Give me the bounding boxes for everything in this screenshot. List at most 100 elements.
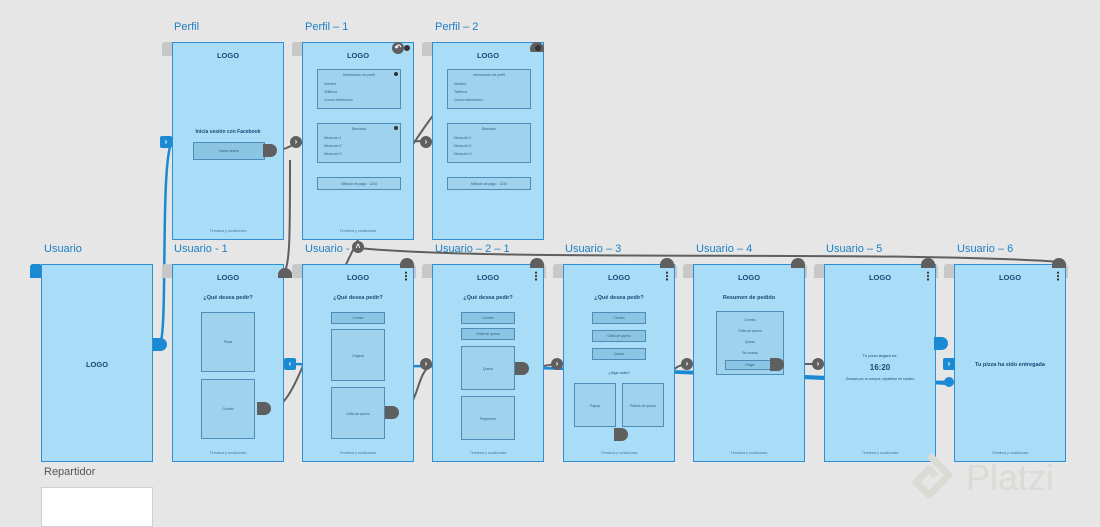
chevron-right-icon[interactable]: › [290,136,302,148]
chevron-right-icon[interactable]: › [551,358,563,370]
option-original[interactable]: Original [331,329,385,381]
chip-combo: Combo [331,312,385,324]
order-question: ¿Qué desea pedir? [203,295,253,301]
dot-indicator [404,45,410,51]
address-title: Dirección [351,127,367,131]
logo: LOGO [216,51,240,60]
link-handle-blue[interactable] [153,338,167,351]
undo-icon[interactable]: ↶ [392,42,404,54]
frame-tab [162,42,174,56]
more-icon[interactable] [535,271,537,281]
option-label: Orilla de queso [346,412,370,416]
link-handle[interactable] [530,258,544,268]
screen-usuario-5[interactable]: LOGO Tu pizza llegará en: 16:20 Gracias … [824,264,936,462]
address-line-1: Dirección 1 [324,136,342,140]
frame-label-perfil: Perfil [174,21,200,33]
option-combo[interactable]: Combo [201,379,255,439]
option-label: Original [351,354,365,358]
link-handle[interactable] [660,258,674,268]
pay-button[interactable]: Pagar [725,360,775,370]
delivered-message: Tu pizza ha sido entregada [975,362,1045,368]
link-handle[interactable] [791,258,805,268]
logo: LOGO [346,51,370,60]
payment-box[interactable]: Método de pago : 1234 [447,177,531,190]
link-handle[interactable] [278,268,292,278]
chip-combo: Combo [461,312,515,324]
footer-terms: Términos y condiciones [209,229,247,233]
frame-label-usuario-2: Usuario - [305,243,350,255]
address-box: Dirección Dirección 1 Dirección 2 Direcc… [447,123,531,163]
chevron-right-icon[interactable]: › [812,358,824,370]
screen-perfil-2[interactable]: LOGO Información de perfil Nombre Teléfo… [432,42,544,240]
profile-name: Nombre [454,82,467,86]
option-label: Palitos de queso [630,404,656,408]
dot-indicator [535,45,541,51]
screen-perfil[interactable]: LOGO Inicia sesión con Facebook Iniciar … [172,42,284,240]
eta-label: Tu pizza llegará en: [862,353,898,358]
option-fries[interactable]: Papas [574,383,616,427]
chevron-right-icon[interactable]: › [420,136,432,148]
link-node-blue[interactable] [944,377,954,387]
option-cheese-crust[interactable]: Orilla de queso [331,387,385,439]
profile-info-box: Información de perfil Nombre Teléfono Co… [447,69,531,109]
address-line-1: Dirección 1 [454,136,472,140]
payment-box[interactable]: Método de pago : 1234 [317,177,401,190]
footer-terms: Términos y condiciones [861,451,899,455]
screen-usuario-6[interactable]: LOGO Tu pizza ha sido entregada Términos… [954,264,1066,462]
screen-perfil-1[interactable]: LOGO Información de perfil Nombre Teléfo… [302,42,414,240]
chevron-right-icon[interactable]: › [681,358,693,370]
more-icon[interactable] [666,271,668,281]
screen-usuario-1[interactable]: LOGO ¿Qué desea pedir? Pizza Combo Térmi… [172,264,284,462]
frame-label-usuario-3: Usuario – 3 [565,243,622,255]
splash-logo: LOGO [85,360,109,369]
option-cheese-sticks[interactable]: Palitos de queso [622,383,664,427]
profile-phone: Teléfono [454,90,468,94]
option-pizza[interactable]: Pizza [201,312,255,372]
link-handle[interactable] [385,406,399,419]
footer-terms: Términos y condiciones [209,451,247,455]
link-handle[interactable] [257,402,271,415]
chevron-right-icon[interactable]: › [160,136,172,148]
link-handle[interactable] [770,358,784,371]
screen-usuario-2[interactable]: LOGO ¿Qué desea pedir? Combo Original Or… [302,264,414,462]
link-handle[interactable] [921,258,935,268]
more-icon[interactable] [405,271,407,281]
link-handle[interactable] [515,362,529,375]
logo: LOGO [737,273,761,282]
frame-tab [162,264,174,278]
screen-usuario-4[interactable]: LOGO Resumen de pedido Combo Orilla de q… [693,264,805,462]
link-handle[interactable] [400,258,414,268]
platzi-wordmark: Platzi [966,457,1055,498]
frame-tab [292,42,304,56]
option-pepperoni[interactable]: Pepperoni [461,396,515,440]
screen-usuario[interactable]: LOGO [41,264,153,462]
facebook-login-button[interactable]: Iniciar sesión [193,142,265,160]
logo: LOGO [476,51,500,60]
chevron-up-icon[interactable]: ˄ [352,241,364,253]
more-icon[interactable] [927,271,929,281]
option-label: Queso [482,367,494,371]
logo: LOGO [998,273,1022,282]
chip-cheese-crust: Orilla de queso [461,328,515,340]
chevron-right-icon[interactable]: › [420,358,432,370]
chevron-right-icon[interactable]: › [943,358,955,370]
more-icon[interactable] [1057,271,1059,281]
order-question: ¿Qué desea pedir? [463,295,513,301]
chevron-left-icon[interactable]: ‹ [284,358,296,370]
eta-time: 16:20 [869,363,891,372]
payment-method: Método de pago : 1234 [340,182,377,186]
frame-label-usuario-6: Usuario – 6 [957,243,1014,255]
logo: LOGO [476,273,500,282]
link-handle[interactable] [614,428,628,441]
link-handle-blue[interactable] [934,337,948,350]
screen-repartidor[interactable] [41,487,153,527]
link-handle[interactable] [263,144,277,157]
platzi-watermark: Platzi [906,452,1096,502]
frame-tab [422,42,434,56]
order-question: ¿Qué desea pedir? [333,295,383,301]
link-handle[interactable] [1052,258,1066,268]
option-cheese[interactable]: Queso [461,346,515,390]
edit-indicator [394,126,398,130]
address-title: Dirección [481,127,497,131]
summary-line: Sin extras [742,351,758,355]
